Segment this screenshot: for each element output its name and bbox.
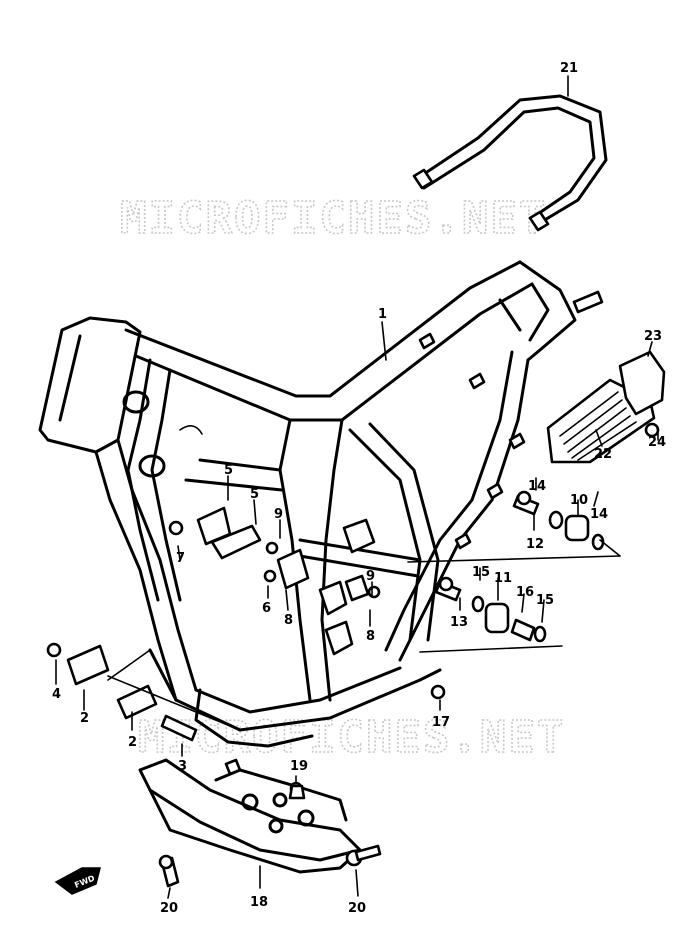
bolt-19 xyxy=(288,784,306,800)
callout-13: 13 xyxy=(450,615,468,630)
rear-bracket xyxy=(546,350,666,464)
callout-2b: 2 xyxy=(128,735,137,750)
reference-lines xyxy=(107,539,621,731)
mount-plates xyxy=(46,642,198,742)
bolts-20 xyxy=(158,844,382,888)
callout-9b: 9 xyxy=(366,569,375,584)
callout-22: 22 xyxy=(594,447,612,462)
callout-4: 4 xyxy=(52,687,61,702)
callout-15b: 15 xyxy=(536,593,554,608)
callout-20a: 20 xyxy=(160,901,178,916)
callout-12: 12 xyxy=(526,537,544,552)
callout-7: 7 xyxy=(176,551,185,566)
callout-10: 10 xyxy=(570,493,588,508)
callout-11: 11 xyxy=(494,571,512,586)
grab-rail xyxy=(412,94,608,232)
main-frame xyxy=(38,260,604,748)
callout-3: 3 xyxy=(178,759,187,774)
callout-16: 16 xyxy=(516,585,534,600)
callout-20b: 20 xyxy=(348,901,366,916)
rubber-mounts xyxy=(434,490,605,643)
callout-5a: 5 xyxy=(224,463,233,478)
callout-1: 1 xyxy=(378,307,387,322)
callout-14a: 14 xyxy=(528,479,546,494)
callout-6: 6 xyxy=(262,601,271,616)
callout-18: 18 xyxy=(250,895,268,910)
callout-21: 21 xyxy=(560,61,578,76)
callout-14b: 14 xyxy=(590,507,608,522)
callout-17: 17 xyxy=(432,715,450,730)
leader-lines xyxy=(55,75,659,899)
watermark-top: MICROFICHES.NET xyxy=(120,193,547,244)
callout-19: 19 xyxy=(290,759,308,774)
engine-mount-brackets xyxy=(168,506,381,656)
skid-plate xyxy=(138,758,362,874)
watermark-bottom: MICROFICHES.NET xyxy=(138,712,565,763)
callout-5b: 5 xyxy=(250,487,259,502)
forward-arrow-icon: FWD xyxy=(54,867,101,895)
callout-labels: 21 1 23 22 24 14 10 14 12 15 11 16 15 13… xyxy=(52,61,666,916)
callout-23: 23 xyxy=(644,329,662,344)
callout-9a: 9 xyxy=(274,507,283,522)
callout-8b: 8 xyxy=(366,629,375,644)
bolt-17 xyxy=(430,684,446,700)
callout-15a: 15 xyxy=(472,565,490,580)
callout-2a: 2 xyxy=(80,711,89,726)
callout-24: 24 xyxy=(648,435,666,450)
callout-8a: 8 xyxy=(284,613,293,628)
